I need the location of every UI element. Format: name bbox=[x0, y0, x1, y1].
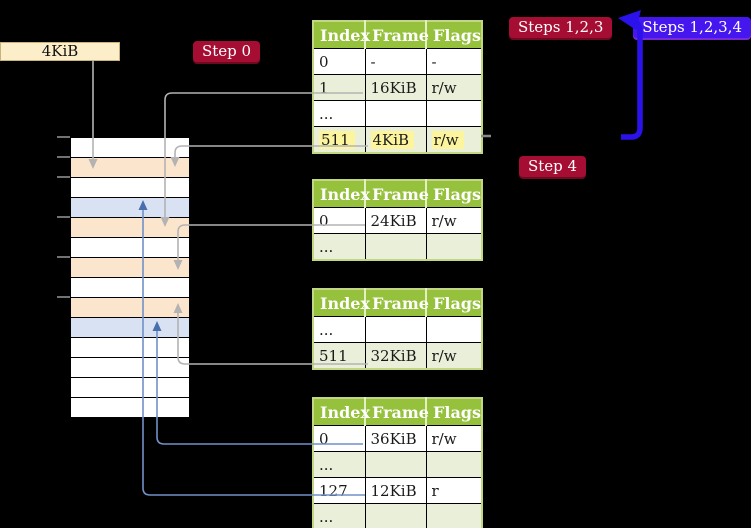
memory-frame-row-2-empty bbox=[71, 178, 189, 198]
column-header-flags: Flags bbox=[425, 21, 482, 49]
table-cell bbox=[364, 233, 427, 261]
memory-frame-row-6-page bbox=[71, 258, 189, 278]
memory-frame-row-8-page bbox=[71, 298, 189, 318]
memory-frame-row-12-empty bbox=[71, 378, 189, 398]
memory-frame-row-11-empty bbox=[71, 358, 189, 378]
table-cell: 1 bbox=[312, 74, 366, 101]
table-cell: 0 bbox=[312, 425, 366, 452]
table-cell: ... bbox=[312, 233, 366, 261]
table-cell: r/w bbox=[425, 126, 483, 154]
table-cell: r/w bbox=[425, 74, 483, 101]
memory-address-ticks bbox=[57, 136, 70, 298]
memory-frame-row-9-pagetable bbox=[71, 318, 189, 338]
badge-step-4: Step 4 bbox=[519, 156, 587, 177]
column-header-index: Index bbox=[313, 398, 370, 426]
table-cell: 0 bbox=[312, 207, 366, 234]
column-header-flags: Flags bbox=[425, 398, 482, 426]
table-cell bbox=[425, 233, 483, 261]
memory-frame-row-3-pagetable bbox=[71, 198, 189, 218]
memory-frame-row-1-page bbox=[71, 158, 189, 178]
table-cell: 36KiB bbox=[364, 425, 427, 452]
table-cell bbox=[364, 503, 427, 528]
table-row: ... bbox=[312, 451, 483, 478]
table-cell: 24KiB bbox=[364, 207, 427, 234]
table-cell: r/w bbox=[425, 425, 483, 452]
badge-steps-1-2-3-4: Steps 1,2,3,4 bbox=[633, 17, 751, 38]
table-cell bbox=[425, 100, 483, 127]
column-header-index: Index bbox=[313, 289, 370, 317]
highlighted-value: r/w bbox=[431, 130, 464, 149]
table-row: ... bbox=[312, 503, 483, 528]
table-cell bbox=[425, 316, 483, 343]
table-cell bbox=[425, 503, 483, 528]
column-header-frame: Frame bbox=[364, 398, 429, 426]
table-cell: ... bbox=[312, 316, 366, 343]
table-cell bbox=[364, 316, 427, 343]
column-header-frame: Frame bbox=[364, 180, 429, 208]
table-cell bbox=[364, 100, 427, 127]
table-cell: 32KiB bbox=[364, 342, 427, 370]
memory-frame-row-4-page bbox=[71, 218, 189, 238]
table-cell: r/w bbox=[425, 207, 483, 234]
table-cell: ... bbox=[312, 503, 366, 528]
table-cell: 127 bbox=[312, 477, 366, 504]
column-header-flags: Flags bbox=[425, 289, 482, 317]
table-cell: - bbox=[425, 48, 483, 75]
table-cell: - bbox=[364, 48, 427, 75]
memory-frame-row-10-empty bbox=[71, 338, 189, 358]
table-cell: 511 bbox=[312, 126, 366, 154]
table-cell: 511 bbox=[312, 342, 366, 370]
column-header-frame: Frame bbox=[364, 21, 429, 49]
memory-frame-row-13-empty bbox=[71, 398, 189, 417]
column-header-flags: Flags bbox=[425, 180, 482, 208]
table-row: ... bbox=[312, 233, 483, 261]
table-cell bbox=[425, 451, 483, 478]
table-cell: 16KiB bbox=[364, 74, 427, 101]
memory-frame-row-7-empty bbox=[71, 278, 189, 298]
column-header-frame: Frame bbox=[364, 289, 429, 317]
table-row: ... bbox=[312, 100, 483, 127]
table-row: ... bbox=[312, 316, 483, 343]
badge-steps-1-2-3: Steps 1,2,3 bbox=[509, 17, 613, 38]
table-cell bbox=[364, 451, 427, 478]
memory-frame-row-0-empty bbox=[71, 138, 189, 158]
column-header-index: Index bbox=[313, 180, 370, 208]
highlighted-value: 511 bbox=[319, 130, 355, 149]
table-cell: ... bbox=[312, 451, 366, 478]
table-cell: 0 bbox=[312, 48, 366, 75]
column-header-index: Index bbox=[313, 21, 370, 49]
table-cell: r bbox=[425, 477, 483, 504]
page-size-label: 4KiB bbox=[0, 42, 120, 61]
table-cell: 12KiB bbox=[364, 477, 427, 504]
table-cell: ... bbox=[312, 100, 366, 127]
table-row: 0-- bbox=[312, 48, 483, 75]
memory-frame-row-5-empty bbox=[71, 238, 189, 258]
physical-memory-column bbox=[70, 137, 190, 418]
badge-step-0: Step 0 bbox=[193, 41, 261, 62]
table-cell: 4KiB bbox=[364, 126, 427, 154]
highlighted-value: 4KiB bbox=[370, 130, 415, 149]
table-row: 511 4KiB r/w bbox=[312, 126, 483, 154]
table-cell: r/w bbox=[425, 342, 483, 370]
